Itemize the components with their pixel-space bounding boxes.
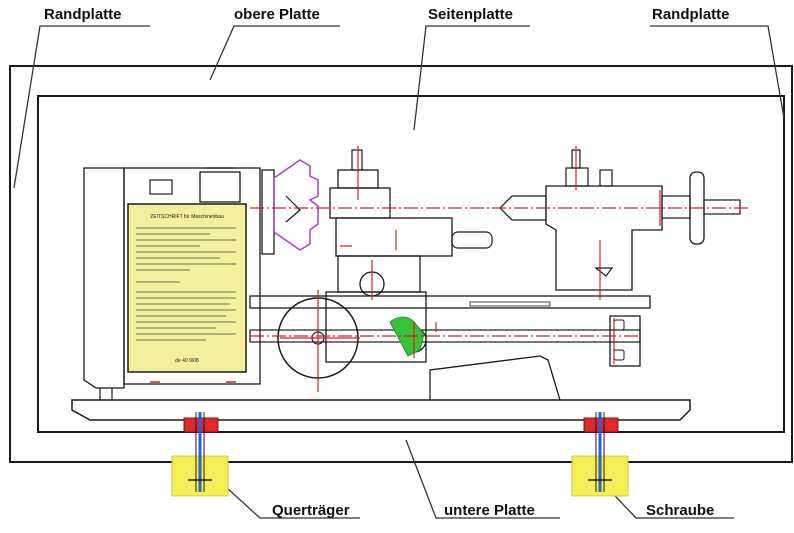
top-slide <box>329 187 391 219</box>
mounting-left <box>171 412 229 497</box>
leader-quertraeger <box>215 477 360 519</box>
label-randplatte-left: Randplatte <box>44 6 122 23</box>
enclosure <box>9 65 793 463</box>
spindle-flange <box>261 169 275 255</box>
apron <box>325 291 427 363</box>
cross-slide <box>335 217 453 257</box>
leader-randplatte-left <box>13 25 150 189</box>
label-untere-platte: untere Platte <box>444 502 535 519</box>
label-schraube: Schraube <box>646 502 715 519</box>
bed-stand <box>429 355 561 401</box>
leader-obere-platte <box>209 25 340 81</box>
label-seitenplatte: Seitenplatte <box>428 6 514 23</box>
lathe-bed <box>249 295 651 309</box>
info-plate-title: ZEITSCHRIFT für Maschinenbau <box>150 214 224 220</box>
headstock-body <box>83 167 125 389</box>
outer-frame <box>9 65 793 463</box>
headstock-housing <box>123 167 261 385</box>
leader-untere-platte <box>405 439 560 519</box>
info-plate-footer: de 40 9/08 <box>175 358 199 364</box>
mounting-right <box>571 412 629 497</box>
leader-seitenplatte <box>413 25 530 131</box>
label-randplatte-right: Randplatte <box>652 6 730 23</box>
label-obere-platte: obere Platte <box>234 6 320 23</box>
label-quertraeger: Querträger <box>272 502 350 519</box>
motor-cap <box>199 171 241 203</box>
info-plate <box>127 203 247 373</box>
inner-frame <box>37 95 785 433</box>
base-tray <box>71 399 691 421</box>
chuck <box>273 159 319 251</box>
centerlines <box>250 146 750 392</box>
tailstock-quill <box>499 195 547 221</box>
lathe-machine: ZEITSCHRIFT für Maschinenbau de 40 9/08 <box>71 146 750 421</box>
rack <box>469 301 551 307</box>
leader-randplatte-right <box>650 25 785 119</box>
